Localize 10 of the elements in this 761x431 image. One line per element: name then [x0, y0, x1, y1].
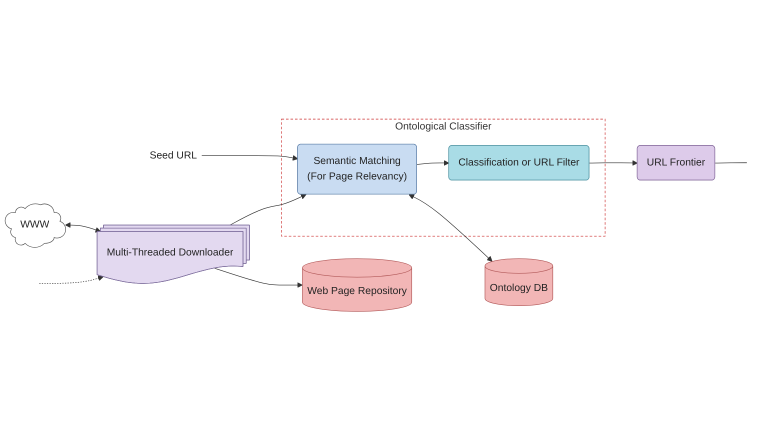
arrow	[229, 194, 306, 226]
arrow	[201, 155, 298, 161]
arrow	[589, 160, 638, 166]
arrow	[65, 222, 101, 233]
arrow	[408, 194, 492, 262]
arrow	[38, 276, 104, 284]
connector	[714, 162, 748, 164]
node-text: Seed URL	[150, 150, 197, 162]
arrow	[214, 268, 303, 288]
arrow	[416, 160, 450, 166]
